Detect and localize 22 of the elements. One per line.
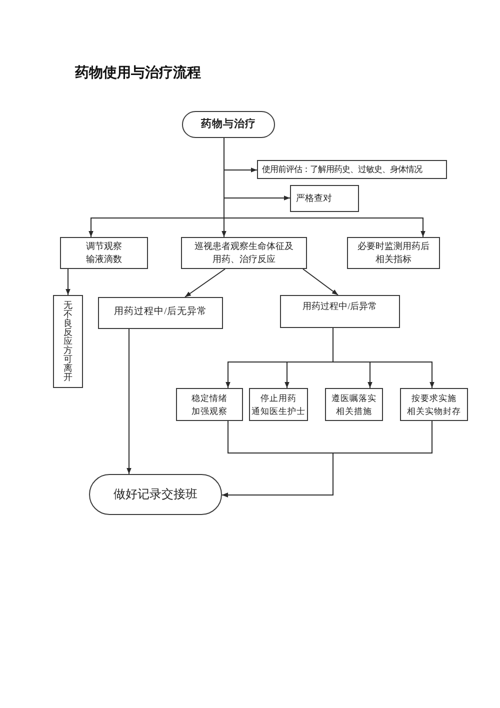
- arrow: [332, 328, 434, 388]
- process-box: 按要求实施相关实物封存: [400, 388, 468, 421]
- arrow: [126, 328, 132, 474]
- diagram-title: 药物使用与治疗流程: [75, 63, 201, 82]
- process-box: 无不良反应方可离开: [53, 295, 83, 388]
- arrow: [302, 268, 338, 296]
- rounded-box: 做好记录交接班: [89, 474, 222, 515]
- process-box: 严格查对: [290, 185, 359, 212]
- arrow: [66, 268, 70, 296]
- arrow: [224, 138, 426, 238]
- process-box: 停止用药通知医生护士: [249, 388, 308, 421]
- process-box: 调节观察输液滴数: [60, 237, 148, 269]
- process-box: 用药过程中/后异常: [280, 295, 400, 328]
- process-box: 遵医嘱落实相关措施: [325, 388, 383, 421]
- process-box: 稳定情绪加强观察: [176, 388, 243, 421]
- arrow: [222, 420, 432, 498]
- process-box: 使用前评估：了解用药史、过敏史、身体情况: [257, 160, 447, 179]
- arrow: [184, 268, 226, 298]
- process-box: 必要时监测用药后相关指标: [347, 237, 440, 269]
- process-box: 巡视患者观察生命体征及用药、治疗反应: [181, 237, 307, 269]
- process-box: 用药过程中/后无异常: [98, 297, 223, 329]
- rounded-box: 药物与治疗: [182, 111, 275, 138]
